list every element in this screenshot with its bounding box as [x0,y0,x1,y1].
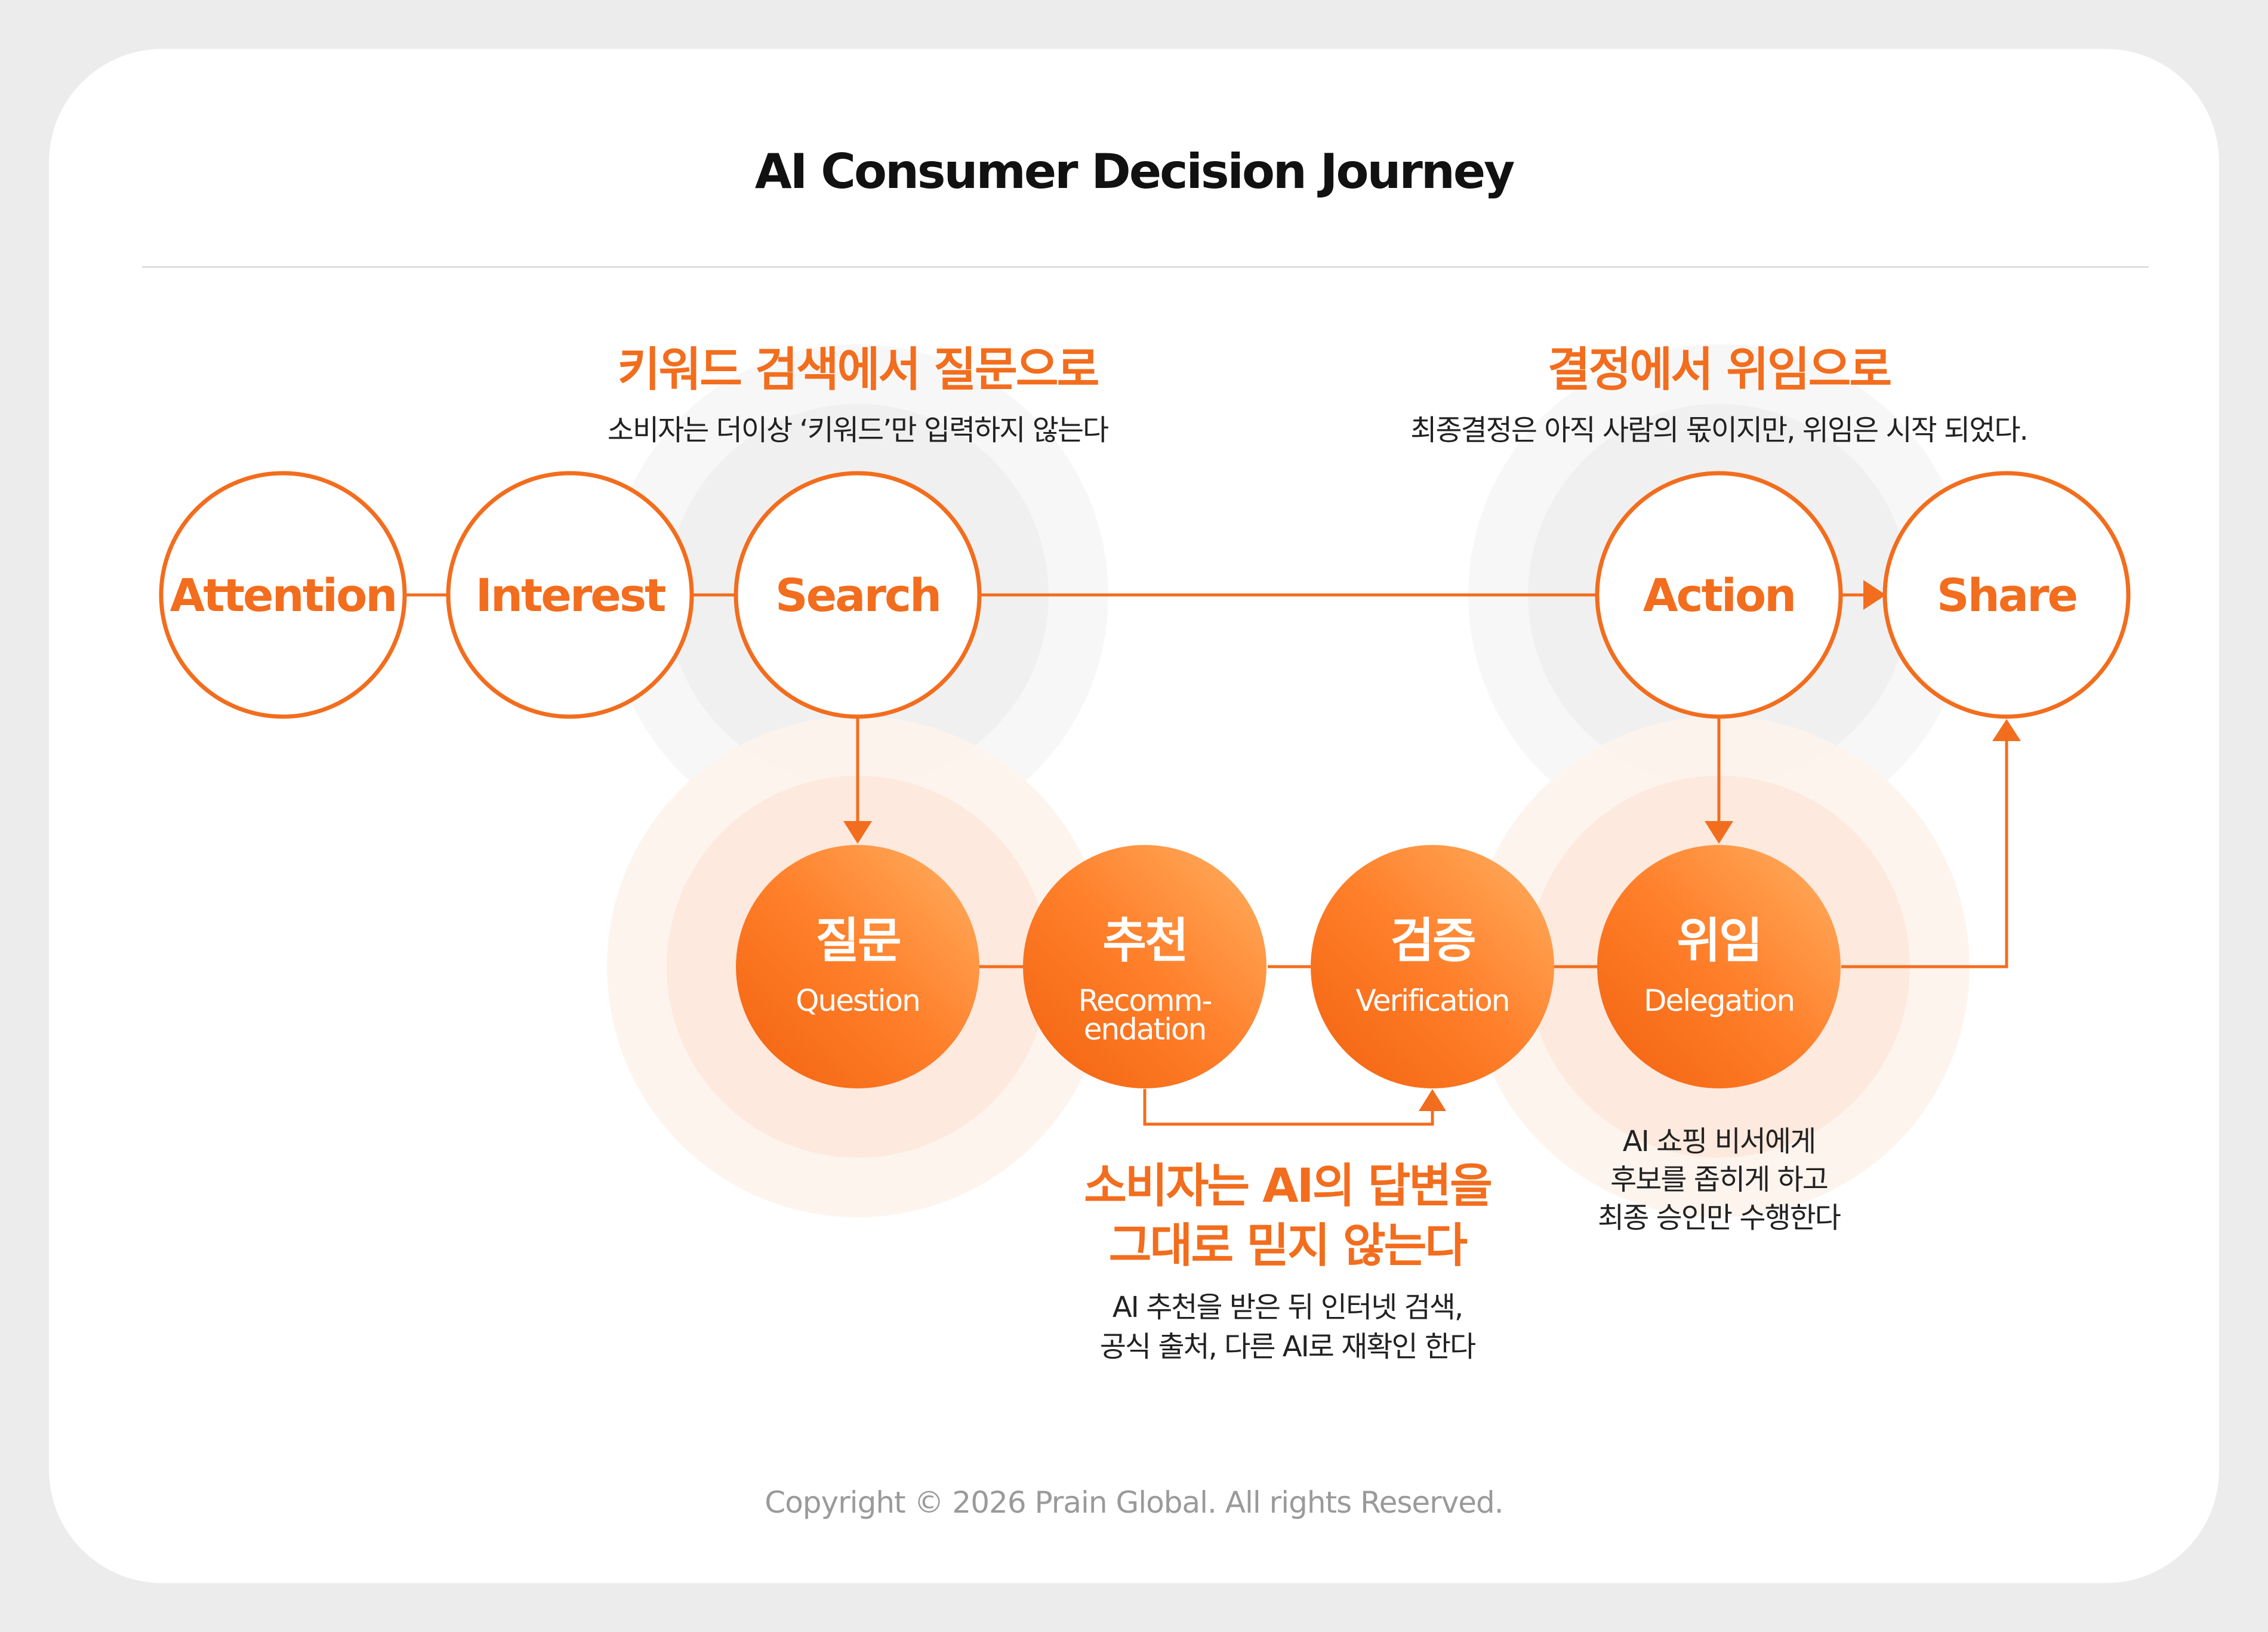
delegation-annotation-caption: 최종결정은 아직 사람의 몫이지만, 위임은 시작 되었다. [1410,414,2029,447]
recommendation-sublabel-line2: endation [1084,1012,1206,1047]
recommendation-sublabel-line1: Recomm- [1078,983,1212,1018]
delegate-note-line1: AI 쇼핑 비서에게 [1622,1125,1816,1158]
verification-annotation-heading-line1: 소비자는 AI의 답변을 [1084,1159,1493,1213]
interest-node [446,471,694,719]
title-divider [142,266,2149,268]
attention-label: Attention [170,569,396,622]
recommendation-label: 추천 [1102,913,1187,968]
delegation-sublabel: Delegation [1644,983,1794,1018]
verification-annotation-heading-line2: 그대로 믿지 않는다 [1108,1219,1468,1273]
question-node [736,845,979,1088]
arrow-to-share [1863,580,1886,610]
arrow-to-verification [1419,1089,1446,1111]
verification-sublabel: Verification [1356,983,1509,1018]
search-node [734,471,982,719]
delegation-annotation-heading: 결정에서 위임으로 [1547,343,1892,397]
ai-stage-nodes: 질문 Question 추천 Recomm- endation 검증 Verif… [736,845,1841,1088]
verification-annotation-caption-line1: AI 추천을 받은 뒤 인터넷 검색, [1112,1291,1463,1324]
connector-recommendation-verification-loop [1143,1089,1434,1126]
arrow-to-delegation [1705,821,1733,844]
search-annotation-heading: 키워드 검색에서 질문으로 [617,343,1100,397]
share-label: Share [1937,569,2076,622]
attention-node [159,471,407,719]
verification-node [1311,845,1554,1088]
top-stage-nodes: Attention Interest Search Action Share [159,471,2131,719]
verification-label: 검증 [1390,913,1475,968]
action-label: Action [1643,569,1795,622]
search-annotation-caption: 소비자는 더이상 ‘키워드’만 입력하지 않는다 [607,414,1109,447]
verification-annotation-caption-line2: 공식 출처, 다른 AI로 재확인 한다 [1099,1330,1476,1363]
share-node [1882,471,2131,719]
connectors [406,593,2008,1126]
copyright-footer: Copyright © 2026 Prain Global. All right… [765,1485,1503,1520]
delegate-note-line2: 후보를 좁히게 하고 [1610,1163,1829,1196]
recommendation-node [1023,845,1266,1088]
delegation-label: 위임 [1677,913,1761,968]
action-node [1595,471,1843,719]
search-label: Search [775,569,940,622]
arrow-up-to-share [1992,719,2021,741]
arrowheads [843,580,2021,1111]
page-title: AI Consumer Decision Journey [754,144,1515,199]
question-label: 질문 [815,913,900,968]
question-sublabel: Question [796,983,920,1018]
background-halos [607,344,1970,1217]
interest-label: Interest [476,569,666,622]
delegate-note-line3: 최종 승인만 수행한다 [1598,1201,1841,1235]
connector-delegation-share [1841,740,2008,968]
arrow-to-question [843,821,872,844]
delegation-node [1597,845,1841,1088]
